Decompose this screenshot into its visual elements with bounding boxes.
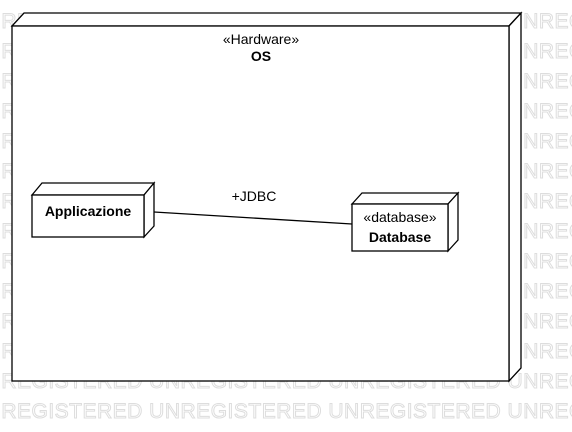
os-node-side-face (508, 11, 522, 383)
db-node-name: Database (369, 229, 431, 245)
connection-line (153, 211, 353, 225)
connection-label: +JDBC (232, 188, 277, 204)
db-node-side-face (447, 191, 459, 253)
watermark-text: UNREGISTERED UNREGISTERED UNREGISTERED U… (0, 400, 572, 423)
db-node[interactable]: «database» Database (350, 191, 460, 253)
jdbc-connection[interactable]: +JDBC (153, 188, 353, 225)
db-node-top-face (350, 192, 460, 205)
os-node-name: OS (251, 48, 271, 64)
app-node-front-face (31, 194, 145, 238)
app-node-name: Applicazione (45, 203, 132, 219)
os-node-top-face (10, 12, 523, 27)
db-node-stereotype: «database» (363, 209, 436, 225)
db-node-front-face (351, 203, 449, 252)
app-node-top-face (30, 182, 156, 196)
app-node[interactable]: Applicazione (30, 181, 156, 239)
os-node-stereotype: «Hardware» (223, 31, 299, 47)
